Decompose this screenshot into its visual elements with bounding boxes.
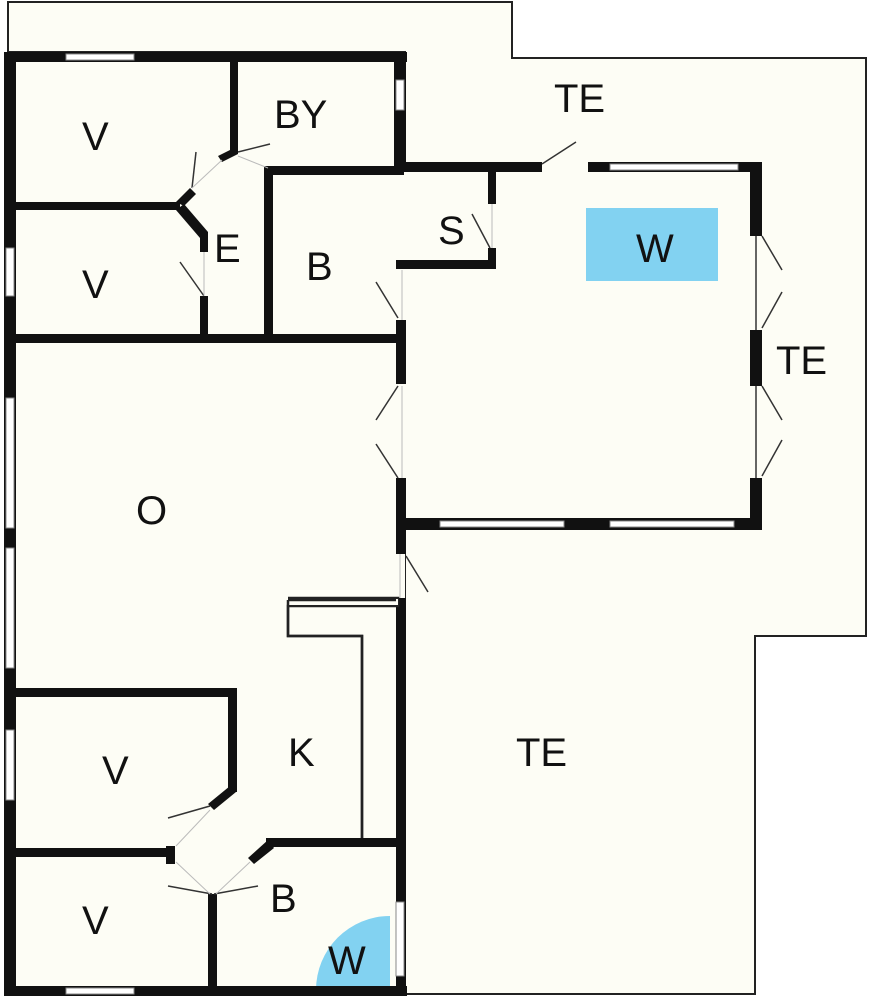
room-label-o: O bbox=[136, 489, 167, 533]
doors bbox=[167, 141, 783, 895]
room-label-v1: V bbox=[82, 115, 109, 159]
room-label-w2: W bbox=[328, 939, 366, 983]
room-label-b1: B bbox=[306, 245, 333, 289]
room-label-k: K bbox=[288, 731, 315, 775]
room-label-v3: V bbox=[102, 749, 129, 793]
room-label-te2: TE bbox=[776, 339, 827, 383]
room-label-e: E bbox=[214, 227, 241, 271]
windows bbox=[5, 53, 739, 995]
room-label-te3: TE bbox=[516, 731, 567, 775]
pool-water bbox=[586, 208, 718, 281]
room-label-s: S bbox=[438, 209, 465, 253]
shower-water bbox=[316, 916, 390, 990]
room-label-by: BY bbox=[274, 93, 327, 137]
room-label-v2: V bbox=[82, 263, 109, 307]
room-label-te1: TE bbox=[554, 77, 605, 121]
room-labels: V BY TE S W E V B TE O K TE V B V W bbox=[82, 77, 827, 983]
room-label-v4: V bbox=[82, 899, 109, 943]
room-label-w1: W bbox=[636, 227, 674, 271]
room-label-b2: B bbox=[270, 877, 297, 921]
